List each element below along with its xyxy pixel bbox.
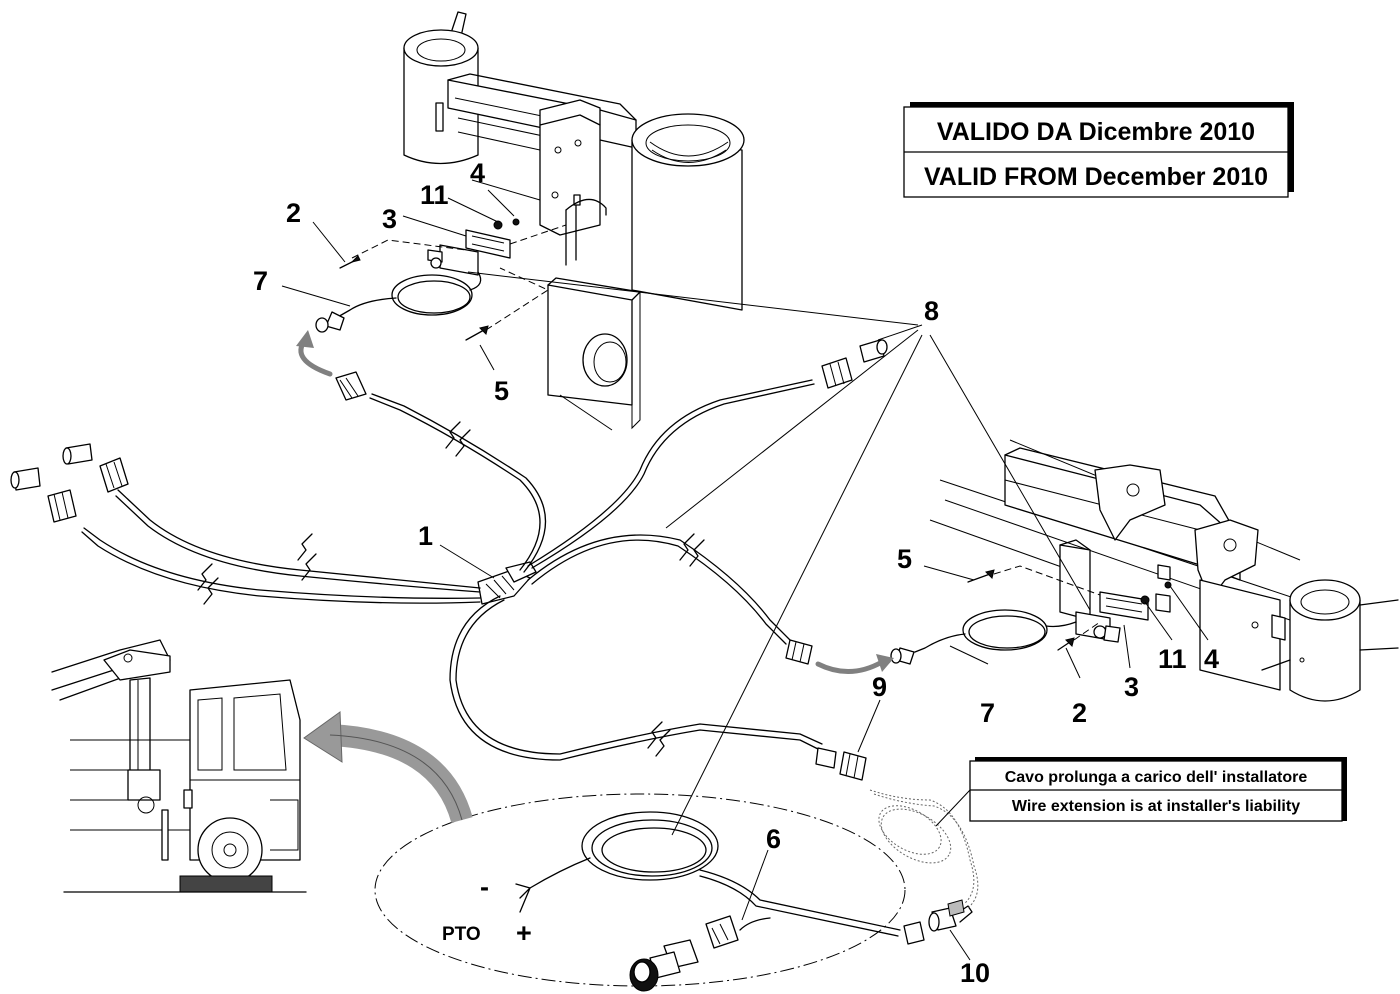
truck-illustration (51, 639, 473, 893)
note-line-it: Cavo prolunga a carico dell' installator… (1005, 769, 1308, 786)
validity-line-it: VALIDO DA Dicembre 2010 (937, 118, 1255, 146)
leader-lines (281, 189, 1209, 961)
callout-6: 6 (766, 824, 781, 854)
callout-3-right: 3 (1124, 672, 1139, 702)
callout-9: 9 (872, 672, 887, 702)
callout-labels: 2 3 4 11 7 5 8 1 5 11 4 3 2 7 9 6 10 PTO… (253, 158, 1219, 988)
note-line-en: Wire extension is at installer's liabili… (1012, 798, 1300, 815)
right-sensor-assembly (890, 565, 1172, 665)
top-sensor-assembly (315, 218, 567, 341)
callout-8: 8 (924, 296, 939, 326)
callout-5-top: 5 (494, 376, 509, 406)
callout-1: 1 (418, 521, 433, 551)
right-outrigger-beam (929, 439, 1399, 702)
callout-5-right: 5 (897, 544, 912, 574)
connection-arrows (296, 330, 894, 675)
callout-3-top: 3 (382, 204, 397, 234)
main-harness (10, 339, 888, 781)
callout-11-top: 11 (420, 180, 449, 210)
minus-label: - (480, 872, 489, 902)
plus-label: + (516, 918, 532, 948)
callout-7-top: 7 (253, 266, 268, 296)
detail-callout (374, 789, 979, 992)
validity-box: VALIDO DA Dicembre 2010 VALID FROM Decem… (903, 102, 1294, 198)
top-outrigger-beam (403, 11, 745, 431)
callout-2-right: 2 (1072, 698, 1087, 728)
installer-note-box: Cavo prolunga a carico dell' installator… (969, 757, 1347, 822)
callout-4-right: 4 (1204, 644, 1219, 674)
callout-4-top: 4 (470, 158, 485, 188)
callout-11-right: 11 (1158, 644, 1187, 674)
break-marks (197, 421, 705, 757)
validity-line-en: VALID FROM December 2010 (924, 163, 1268, 191)
callout-7-right: 7 (980, 698, 995, 728)
callout-10: 10 (960, 958, 990, 988)
pto-label: PTO (442, 924, 481, 945)
callout-2-top: 2 (286, 198, 301, 228)
